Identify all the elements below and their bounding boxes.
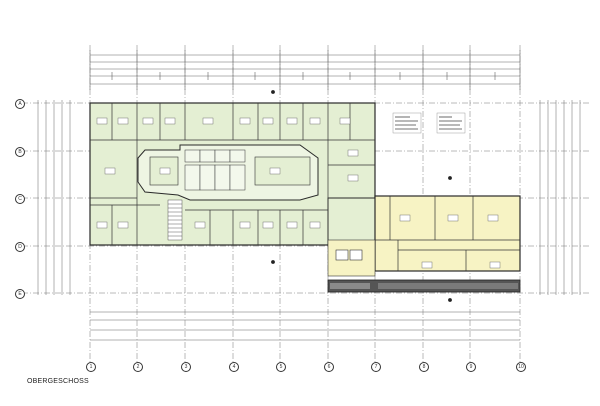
area-schedule-lines (395, 116, 462, 130)
axis-col-3: 3 (181, 362, 191, 372)
axis-col-1: 1 (86, 362, 96, 372)
middle-rooms (90, 140, 375, 205)
yellow-wing (374, 195, 521, 272)
stair-left (167, 199, 183, 241)
floor-label: OBERGESCHOSS (27, 378, 89, 385)
axis-col-6: 6 (324, 362, 334, 372)
green-wing-lower (327, 197, 376, 246)
service-rooms (327, 239, 376, 277)
axis-row-B: B (15, 147, 25, 157)
core-toilets (184, 149, 246, 191)
axis-col-5: 5 (276, 362, 286, 372)
section-markers (271, 90, 452, 302)
axis-row-D: D (15, 242, 25, 252)
axis-row-E: E (15, 289, 25, 299)
top-office-rooms (90, 103, 375, 141)
dimension-chains-top (90, 54, 520, 85)
core-block-right (254, 156, 311, 186)
axis-col-9: 9 (466, 362, 476, 372)
axis-col-7: 7 (371, 362, 381, 372)
axis-row-C: C (15, 194, 25, 204)
yellow-wing-rooms (375, 196, 520, 271)
dimension-chains-right (539, 100, 581, 295)
axis-row-A: A (15, 99, 25, 109)
axis-col-4: 4 (229, 362, 239, 372)
dimension-chains-bottom (90, 311, 520, 341)
dimension-chains-left (37, 100, 71, 295)
room-stamps (96, 117, 501, 269)
axis-col-2: 2 (133, 362, 143, 372)
bottom-office-rooms (90, 198, 329, 245)
axis-col-8: 8 (419, 362, 429, 372)
area-schedules (392, 112, 466, 134)
axis-col-10: 10 (516, 362, 526, 372)
